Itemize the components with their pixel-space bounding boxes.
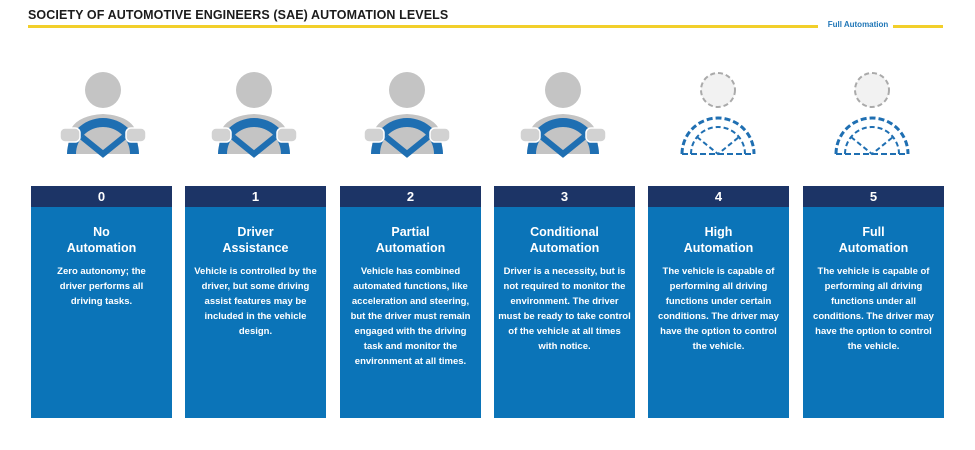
level-name-line1: Partial [391, 225, 430, 239]
level-name-line2: Assistance [222, 241, 289, 255]
level-card: 2 Partial Automation Vehicle has combine… [340, 186, 481, 418]
level-name-line2: Automation [66, 241, 137, 255]
level-number: 2 [340, 186, 481, 207]
level-name: No Automation [31, 224, 172, 256]
full-automation-label: Full Automation [827, 20, 889, 29]
level-name: Full Automation [803, 224, 944, 256]
level-description: The vehicle is capable of performing all… [658, 266, 779, 352]
level-name-line1: Driver [237, 225, 274, 239]
level-number: 4 [648, 186, 789, 207]
level-description: Vehicle is controlled by the driver, but… [194, 266, 317, 337]
level-card: 1 Driver Assistance Vehicle is controlle… [185, 186, 326, 418]
full-automation-rule [893, 25, 943, 28]
level-name: Driver Assistance [185, 224, 326, 256]
level-name: Conditional Automation [494, 224, 635, 256]
level-description: Driver is a necessity, but is not requir… [498, 266, 631, 352]
driverless-wheel-icon [827, 70, 917, 158]
title-rule [28, 25, 818, 28]
level-number: 5 [803, 186, 944, 207]
level-card: 5 Full Automation The vehicle is capable… [803, 186, 944, 418]
driver-hands-on-wheel-icon [362, 70, 452, 158]
level-name-line1: Conditional [530, 225, 599, 239]
level-name-line2: Automation [375, 241, 446, 255]
level-name-line2: Automation [838, 241, 909, 255]
level-name-line1: High [704, 225, 733, 239]
level-name: Partial Automation [340, 224, 481, 256]
level-name-line2: Automation [529, 241, 600, 255]
diagram-title: SOCIETY OF AUTOMOTIVE ENGINEERS (SAE) AU… [28, 8, 449, 22]
level-number: 1 [185, 186, 326, 207]
level-description: The vehicle is capable of performing all… [813, 266, 934, 352]
driverless-wheel-icon [673, 70, 763, 158]
level-card: 0 No Automation Zero autonomy; the drive… [31, 186, 172, 418]
driver-hands-on-wheel-icon [518, 70, 608, 158]
level-name-line1: Full [862, 225, 885, 239]
driver-hands-on-wheel-icon [209, 70, 299, 158]
level-name-line2: Automation [683, 241, 754, 255]
level-card: 3 Conditional Automation Driver is a nec… [494, 186, 635, 418]
level-number: 0 [31, 186, 172, 207]
level-name: High Automation [648, 224, 789, 256]
level-name-line1: No [93, 225, 110, 239]
level-card: 4 High Automation The vehicle is capable… [648, 186, 789, 418]
level-number: 3 [494, 186, 635, 207]
driver-hands-on-wheel-icon [58, 70, 148, 158]
level-description: Zero autonomy; the driver performs all d… [57, 266, 146, 307]
level-description: Vehicle has combined automated functions… [350, 266, 471, 367]
